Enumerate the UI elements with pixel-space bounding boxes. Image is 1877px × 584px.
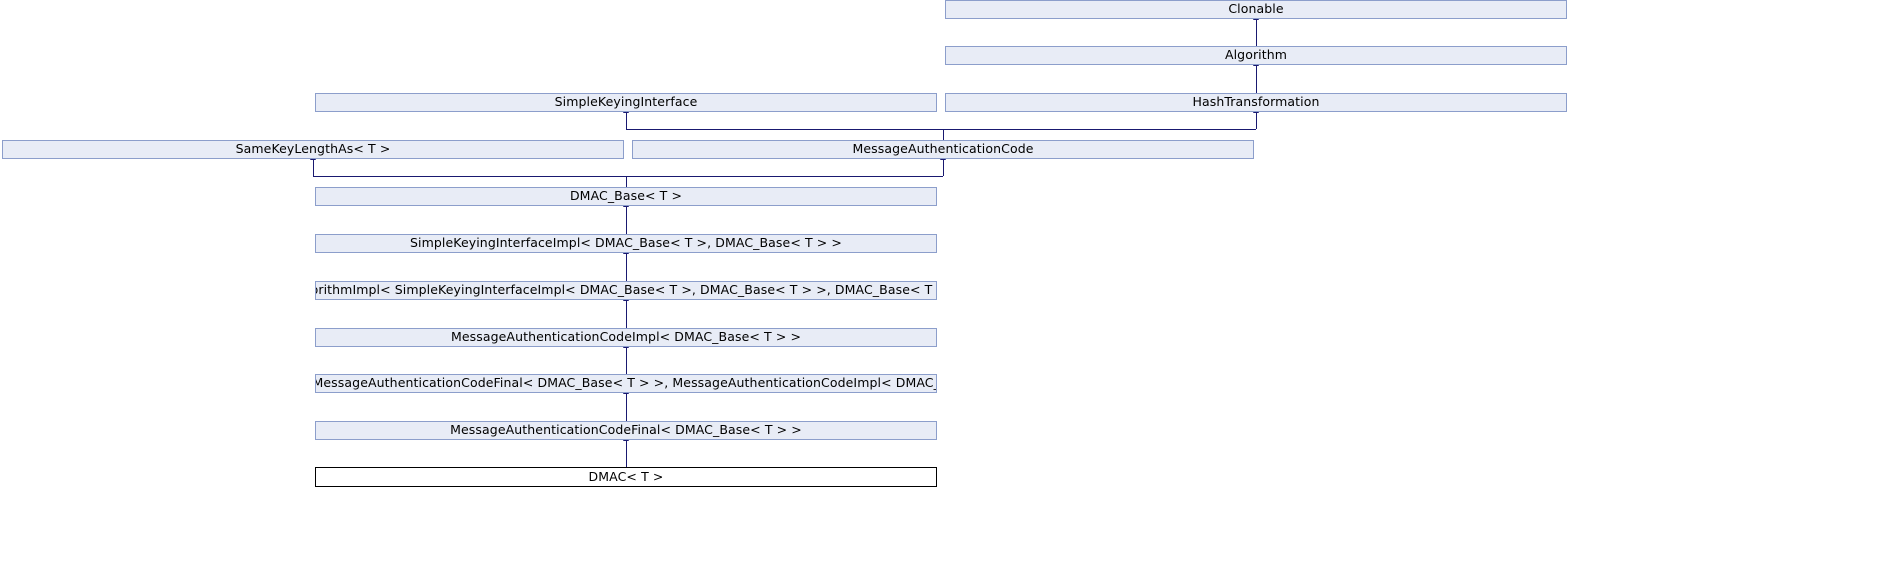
edge-message-authentication-code-to-simple-keying-interface-seg-child	[943, 129, 944, 140]
class-node-label: SameKeyLengthAs< T >	[235, 141, 391, 157]
class-node-label: MessageAuthenticationCodeFinal< DMAC_Bas…	[450, 422, 802, 438]
edge-message-authentication-code-to-simple-keying-interface-seg-horizontal	[626, 129, 943, 130]
edge-hash-transformation-to-algorithm	[1256, 65, 1257, 93]
class-node-message-authentication-code-impl[interactable]: MessageAuthenticationCodeImpl< DMAC_Base…	[315, 328, 937, 347]
edge-dmac-base-to-same-key-length-as-seg-child	[626, 176, 627, 187]
edge-algorithm-impl-to-simple-keying-interface-impl	[626, 253, 627, 281]
edge-simple-keying-interface-impl-to-dmac-base	[626, 206, 627, 234]
edge-dmac-base-to-message-authentication-code-seg-parent	[943, 159, 944, 176]
class-node-same-key-length-as[interactable]: SameKeyLengthAs< T >	[2, 140, 624, 159]
class-node-label: SimpleKeyingInterfaceImpl< DMAC_Base< T …	[409, 235, 843, 251]
edge-dmac-to-message-authentication-code-final	[626, 440, 627, 467]
edge-dmac-base-to-message-authentication-code-seg-horizontal	[626, 176, 943, 177]
class-node-label: Clonable	[1228, 1, 1284, 17]
class-node-dmac[interactable]: DMAC< T >	[315, 467, 937, 487]
class-node-message-authentication-code[interactable]: MessageAuthenticationCode	[632, 140, 1254, 159]
class-node-label: SimpleKeyingInterface	[554, 94, 698, 110]
class-node-label: DMAC_Base< T >	[569, 188, 683, 204]
edge-message-authentication-code-impl-to-algorithm-impl	[626, 300, 627, 328]
class-node-label: MessageAuthenticationCode	[852, 141, 1034, 157]
class-node-message-authentication-code-final[interactable]: MessageAuthenticationCodeFinal< DMAC_Bas…	[315, 421, 937, 440]
edge-clonable-impl-to-message-authentication-code-impl	[626, 347, 627, 374]
class-node-simple-keying-interface[interactable]: SimpleKeyingInterface	[315, 93, 937, 112]
class-node-label: ClonableImpl< MessageAuthenticationCodeF…	[315, 375, 937, 391]
edge-dmac-base-to-same-key-length-as-seg-horizontal	[313, 176, 626, 177]
class-node-clonable-impl[interactable]: ClonableImpl< MessageAuthenticationCodeF…	[315, 374, 937, 393]
class-node-simple-keying-interface-impl[interactable]: SimpleKeyingInterfaceImpl< DMAC_Base< T …	[315, 234, 937, 253]
class-node-label: MessageAuthenticationCodeImpl< DMAC_Base…	[450, 329, 802, 345]
edge-message-authentication-code-to-hash-transformation-seg-parent	[1256, 112, 1257, 129]
class-node-label: Algorithm	[1224, 47, 1288, 63]
edge-dmac-base-to-same-key-length-as-seg-parent	[313, 159, 314, 176]
edge-algorithm-to-clonable	[1256, 19, 1257, 46]
class-node-algorithm-impl[interactable]: AlgorithmImpl< SimpleKeyingInterfaceImpl…	[315, 281, 937, 300]
class-node-clonable[interactable]: Clonable	[945, 0, 1567, 19]
class-node-label: DMAC< T >	[588, 468, 664, 484]
class-node-label: AlgorithmImpl< SimpleKeyingInterfaceImpl…	[315, 282, 937, 298]
edge-message-authentication-code-to-hash-transformation-seg-horizontal	[943, 129, 1256, 130]
class-node-algorithm[interactable]: Algorithm	[945, 46, 1567, 65]
class-node-label: HashTransformation	[1192, 94, 1320, 110]
class-node-dmac-base[interactable]: DMAC_Base< T >	[315, 187, 937, 206]
edge-message-authentication-code-to-simple-keying-interface-seg-parent	[626, 112, 627, 129]
class-node-hash-transformation[interactable]: HashTransformation	[945, 93, 1567, 112]
edge-message-authentication-code-final-to-clonable-impl	[626, 393, 627, 421]
